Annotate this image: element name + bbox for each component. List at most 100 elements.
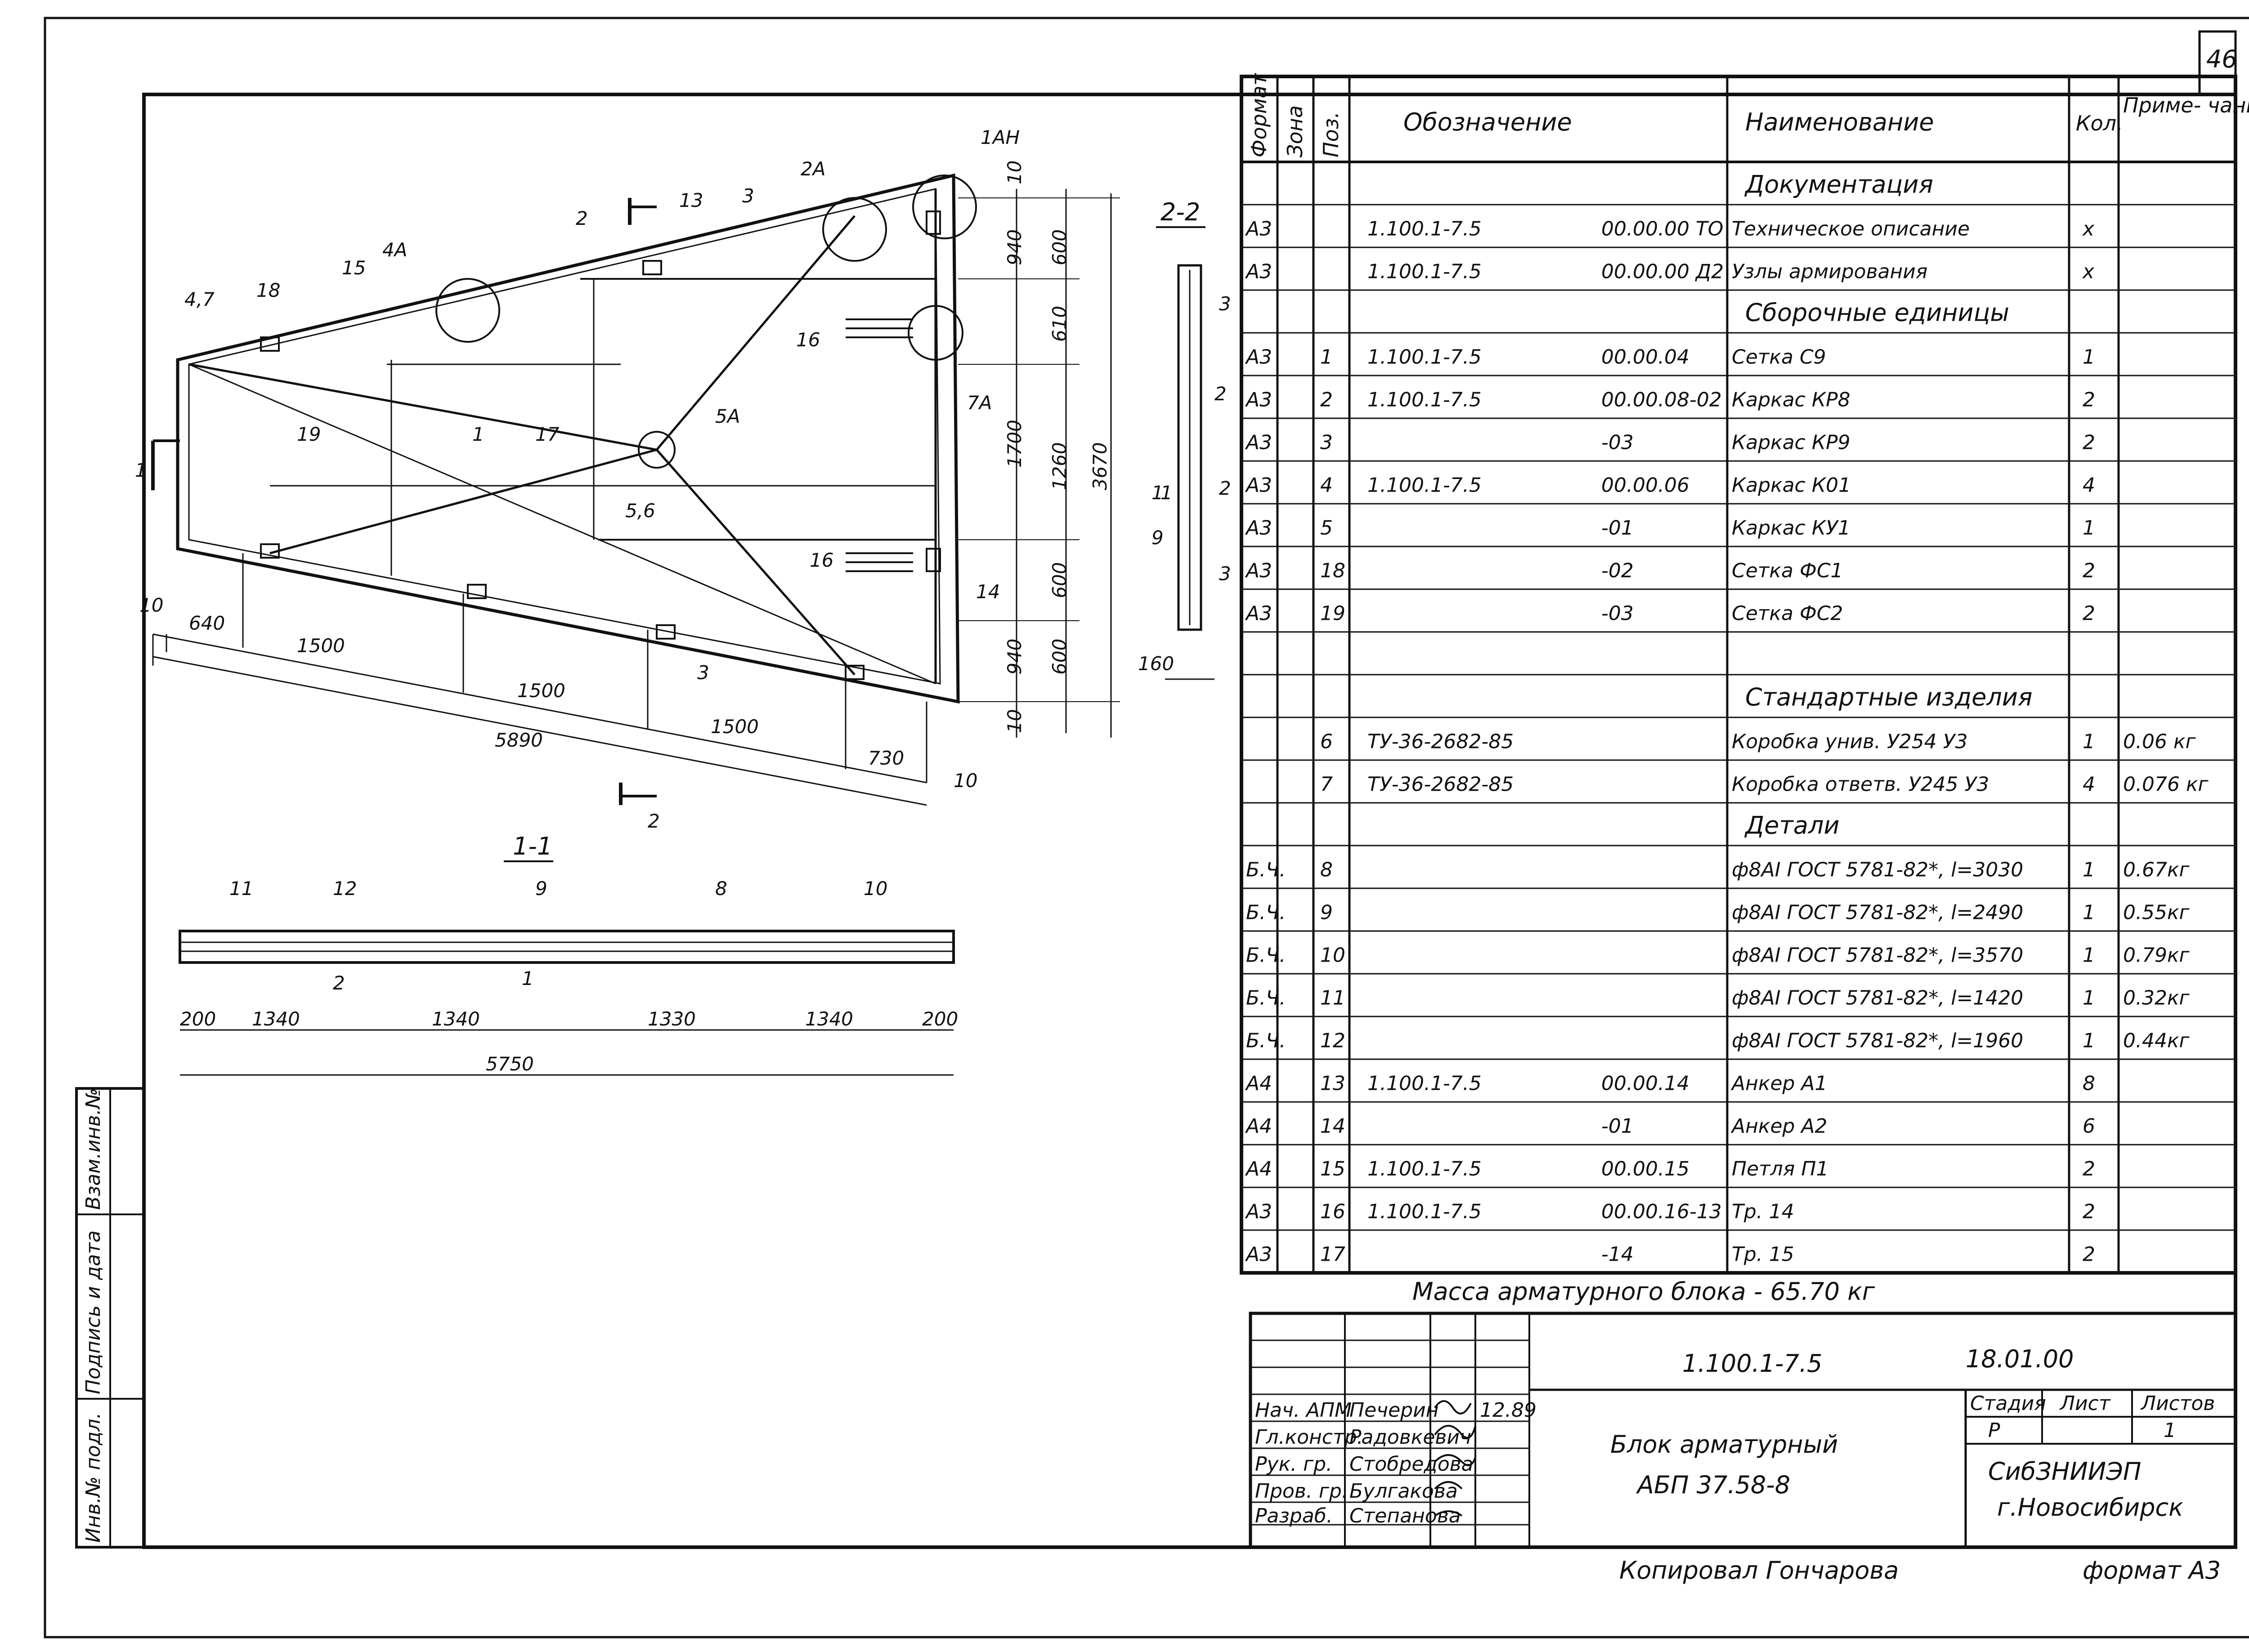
outer-border xyxy=(44,17,2249,1639)
s11-dim-5750: 5750 xyxy=(486,1053,534,1075)
spec-cell-name: Тр. 14 xyxy=(1732,1200,1794,1223)
spec-cell-pos: 3 xyxy=(1320,431,1333,454)
spec-cell-format: Б.Ч. xyxy=(1246,858,1286,881)
callout-2-top: 2 xyxy=(576,207,588,229)
callout-13: 13 xyxy=(679,189,703,211)
tb-role-2: Рук. гр. xyxy=(1255,1453,1332,1476)
plan-dimensions: 10 640 1500 1500 1500 730 10 5890 10 940… xyxy=(135,126,1173,832)
spec-cell-qty: 1 xyxy=(2083,345,2095,368)
spec-cell-name: Тр. 15 xyxy=(1732,1243,1794,1266)
spec-cell-name: ф8АI ГОСТ 5781-82*, l=1420 xyxy=(1732,986,2023,1009)
s11-dim-1330: 1330 xyxy=(648,1008,696,1030)
plan-view xyxy=(151,173,1120,806)
vdim-600-mid: 600 xyxy=(1048,562,1071,598)
tb-mark: АБП 37.58-8 xyxy=(1636,1471,1790,1499)
node-2a xyxy=(822,197,887,262)
s11-label-9: 9 xyxy=(535,877,547,900)
spec-cell-qty: 4 xyxy=(2083,773,2095,796)
spec-cell-name: Сетка ФС2 xyxy=(1732,602,1843,625)
spec-cell-format: А4 xyxy=(1245,1115,1272,1137)
tb-stage: Р xyxy=(1988,1419,2000,1442)
callout-4a: 4А xyxy=(382,239,407,261)
title-block: 1.100.1-7.5 18.01.00 Блок арматурный АБП… xyxy=(1249,1312,2237,1549)
spec-cell-qty: 1 xyxy=(2083,516,2095,539)
s11-label-8: 8 xyxy=(715,877,727,900)
spec-cell-pos: 19 xyxy=(1320,602,1345,625)
format-label: формат А3 xyxy=(2083,1556,2221,1585)
hdr-designation: Обозначение xyxy=(1403,108,1572,136)
spec-cell-qty: 2 xyxy=(2083,602,2095,625)
tb-title: Блок арматурный xyxy=(1610,1430,1838,1459)
spec-cell-name: Петля П1 xyxy=(1732,1157,1828,1180)
spec-cell-format: Б.Ч. xyxy=(1246,901,1286,924)
spec-cell-pos: 10 xyxy=(1320,944,1345,967)
tb-city: г.Новосибирск xyxy=(1997,1493,2183,1522)
stamp-sign-label: Подпись и дата xyxy=(82,1231,105,1394)
spec-cell-format: А3 xyxy=(1245,345,1272,368)
spec-cell-designation: 1.100.1-7.5 xyxy=(1367,388,1482,411)
spec-cell-pos: 13 xyxy=(1320,1072,1345,1095)
spec-cell-note: 0.44кг xyxy=(2123,1029,2190,1052)
callout-15: 15 xyxy=(342,257,366,279)
spec-cell-designation: 1.100.1-7.5 xyxy=(1367,260,1482,283)
spec-cell-name: Техническое описание xyxy=(1732,217,1970,240)
spec-cell-name: ф8АI ГОСТ 5781-82*, l=2490 xyxy=(1732,901,2023,924)
spec-cell-qty: 2 xyxy=(2083,559,2095,582)
s11-label-1: 1 xyxy=(522,967,534,989)
callout-14: 14 xyxy=(976,581,1000,603)
spec-cell-code: -14 xyxy=(1601,1243,1634,1266)
hdr-qty: Кол. xyxy=(2076,111,2123,135)
spec-cell-code: -01 xyxy=(1601,516,1634,539)
spec-cell-format: А3 xyxy=(1245,388,1272,411)
spec-cell-name: ф8АI ГОСТ 5781-82*, l=3570 xyxy=(1732,944,2023,967)
vdim-1700: 1700 xyxy=(1004,420,1026,468)
tb-name-0: Печерин xyxy=(1349,1399,1439,1422)
spec-cell-pos: 7 xyxy=(1320,773,1333,796)
vdim-3670: 3670 xyxy=(1089,442,1111,490)
dim-1500-a: 1500 xyxy=(297,635,345,657)
spec-cell-name: Каркас КР8 xyxy=(1732,388,1850,411)
spec-cell-qty: 6 xyxy=(2083,1115,2095,1137)
spec-cell-name: Коробка унив. У254 У3 xyxy=(1732,730,1968,753)
section-2-2-title: 2-2 xyxy=(1160,198,1200,226)
tb-name-4: Степанова xyxy=(1349,1504,1461,1527)
s22-label-3-bot: 3 xyxy=(1219,563,1231,585)
side-stamp: Инв.№ подл. Подпись и дата Взам.инв.№ xyxy=(75,1087,145,1549)
spec-cell-note: 0.67кг xyxy=(2123,858,2190,881)
spec-cell-format: А3 xyxy=(1245,602,1272,625)
tb-role-0: Нач. АПМ xyxy=(1255,1399,1352,1422)
plan-inner-outline xyxy=(188,188,941,685)
spec-cell-qty: 1 xyxy=(2083,858,2095,881)
s22-label-1: 1 xyxy=(1151,482,1164,504)
callout-3-bot: 3 xyxy=(697,662,709,684)
spec-cell-pos: 9 xyxy=(1320,901,1333,924)
spec-cell-format: А3 xyxy=(1245,474,1272,497)
spec-cell-pos: 16 xyxy=(1320,1200,1345,1223)
spec-cell-code: 00.00.06 xyxy=(1601,474,1689,497)
node-1an xyxy=(912,175,977,239)
tb-stage-label: Стадия xyxy=(1970,1392,2046,1415)
spec-cell-pos: 1 xyxy=(1320,345,1333,368)
callout-19: 19 xyxy=(297,423,321,445)
s11-dim-200-a: 200 xyxy=(180,1008,216,1030)
tb-doc-date: 18.01.00 xyxy=(1966,1345,2074,1373)
s22-dim-160: 160 xyxy=(1138,653,1174,675)
callout-7a: 7А xyxy=(967,392,992,414)
page-number: 46 xyxy=(2206,45,2237,73)
spec-cell-pos: 12 xyxy=(1320,1029,1345,1052)
hdr-note: Приме- чание xyxy=(2123,93,2249,117)
spec-cell-name: ф8АI ГОСТ 5781-82*, l=3030 xyxy=(1732,858,2023,881)
callout-1an: 1АН xyxy=(981,126,1020,148)
callout-1: 1 xyxy=(472,423,484,445)
spec-cell-name: Каркас КУ1 xyxy=(1732,516,1850,539)
spec-cell-note: 0.79кг xyxy=(2123,944,2190,967)
tb-doc-code: 1.100.1-7.5 xyxy=(1682,1349,1822,1378)
spec-cell-note: 0.06 кг xyxy=(2123,730,2196,753)
spec-cell-code: 00.00.15 xyxy=(1601,1157,1689,1180)
section-1-1-title: 1-1 xyxy=(513,832,552,860)
s11-label-11: 11 xyxy=(229,877,253,900)
vdim-940-top: 940 xyxy=(1004,229,1026,265)
spec-cell-designation: 1.100.1-7.5 xyxy=(1367,1072,1482,1095)
spec-cell-code: 00.00.04 xyxy=(1601,345,1689,368)
